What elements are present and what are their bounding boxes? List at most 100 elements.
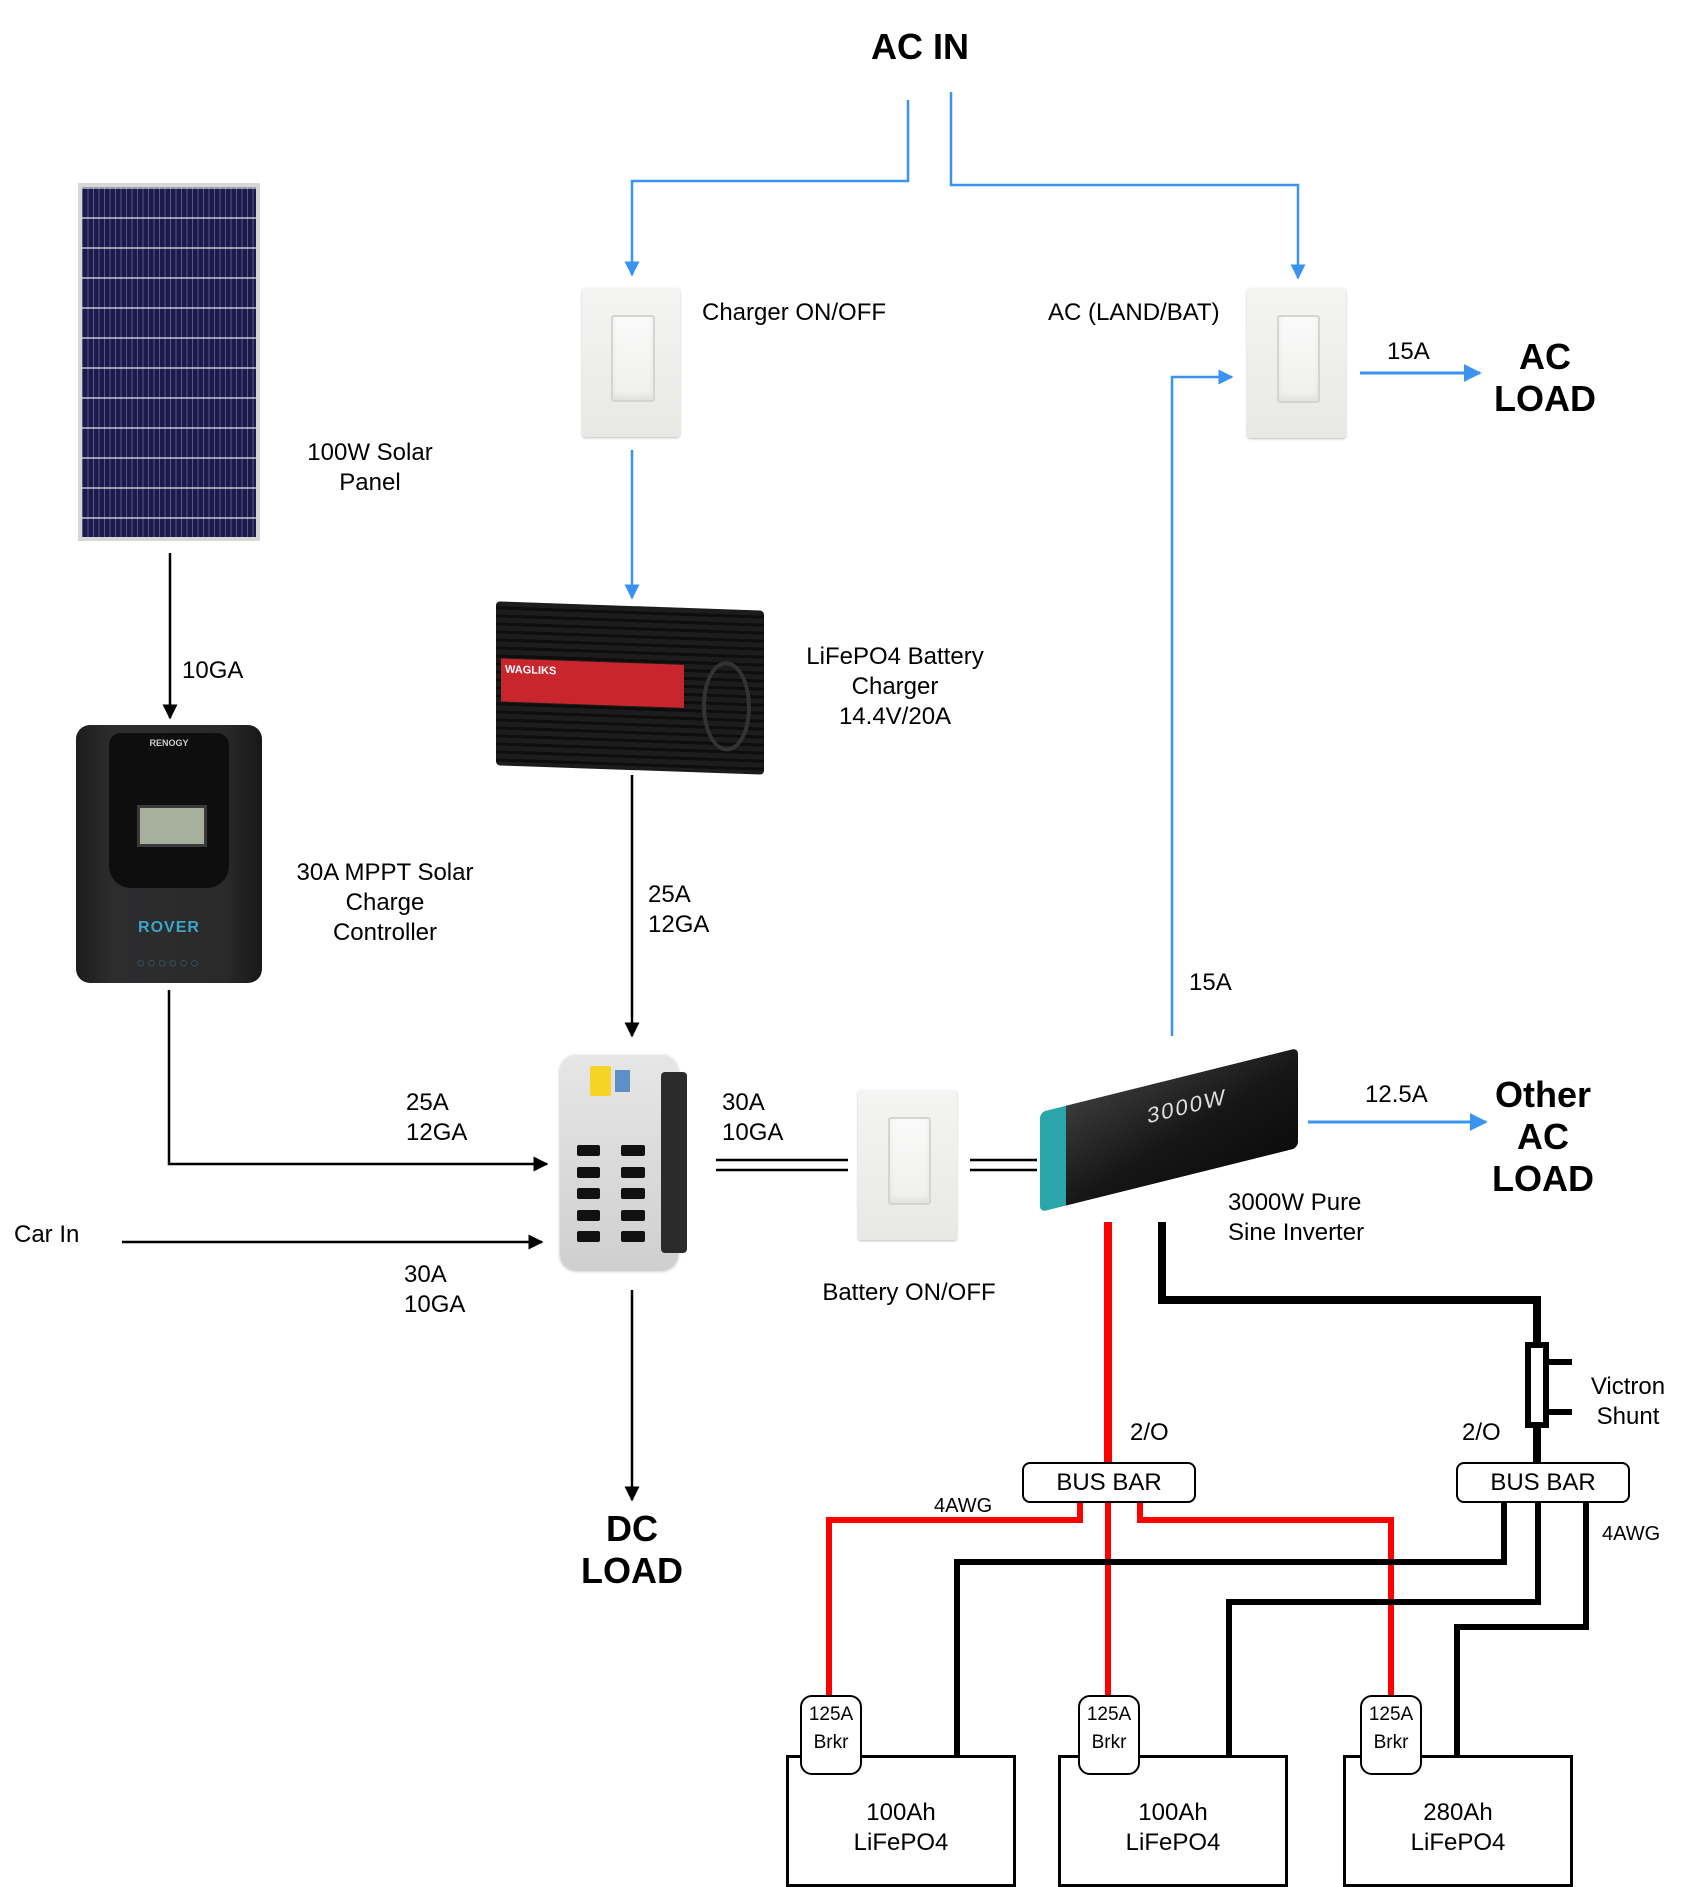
- wire-label-inverter-to-other-load: 12.5A: [1365, 1081, 1428, 1108]
- solar-panel-icon: [78, 183, 260, 541]
- other-ac-load-label-line: LOAD: [1492, 1158, 1594, 1199]
- battery-chemistry: LiFePO4: [1125, 1829, 1221, 1856]
- ac-switch-label: AC (LAND/BAT): [1048, 299, 1220, 326]
- solar-panel-label-line: Panel: [339, 469, 401, 496]
- wire-label-line: 30A: [404, 1261, 447, 1288]
- breaker-type: Brkr: [1373, 1732, 1409, 1753]
- battery-switch-to-inverter-cable: [970, 1158, 1037, 1172]
- fuse-slot: [576, 1188, 601, 1200]
- victron-shunt: [1525, 1342, 1572, 1428]
- negative-run-battery-1: [954, 1500, 1507, 1757]
- wire-label-inverter-positive: 2/O: [1130, 1419, 1169, 1446]
- breaker-rating: 125A: [808, 1704, 854, 1725]
- charge-controller-label: 30A MPPT Solar Charge Controller: [280, 858, 490, 948]
- wire-label-line: 10GA: [404, 1291, 466, 1318]
- charger-switch-label: Charger ON/OFF: [702, 299, 887, 326]
- breaker-battery-1: 125A Brkr: [800, 1695, 862, 1775]
- wire-label-ac-switch-to-load: 15A: [1387, 338, 1430, 365]
- breaker-rating: 125A: [1086, 1704, 1132, 1725]
- fuse-to-battery-switch-cable: [716, 1158, 848, 1172]
- battery-switch-icon: [858, 1090, 957, 1240]
- controller-model: ROVER: [138, 918, 200, 936]
- wire-label-car-to-fuse: 30A 10GA: [404, 1260, 465, 1320]
- charger-brand: WAGLIKS: [505, 663, 557, 678]
- positive-run-battery-1: [826, 1500, 1083, 1700]
- battery-switch-rocker: [887, 1117, 932, 1205]
- battery-charger-label-line: 14.4V/20A: [838, 703, 952, 730]
- fuse-block-icon: [560, 1055, 688, 1270]
- breaker-battery-2: 125A Brkr: [1078, 1695, 1140, 1775]
- inverter-face-text: 3000W: [1147, 1083, 1227, 1129]
- negative-run-battery-2: [1226, 1500, 1541, 1757]
- fuse-block-maxi-fuse: [589, 1065, 611, 1096]
- other-ac-load-label-line: AC: [1517, 1116, 1569, 1157]
- inverter-label-line: Sine Inverter: [1228, 1219, 1365, 1246]
- solar-panel-label-line: 100W Solar: [307, 439, 433, 466]
- dc-load-label: DC LOAD: [562, 1508, 702, 1592]
- battery-charger-label: LiFePO4 Battery Charger 14.4V/20A: [790, 642, 1000, 732]
- fuse-block-blue-fuse: [615, 1070, 630, 1092]
- fuse-slot: [576, 1166, 601, 1178]
- bus-bar-negative: BUS BAR: [1456, 1462, 1630, 1503]
- victron-shunt-label-line: Victron: [1590, 1373, 1666, 1400]
- wire-label-solar-to-controller: 10GA: [182, 657, 244, 684]
- wire-label-negative-bus: 4AWG: [1602, 1523, 1661, 1545]
- fuse-slot: [621, 1188, 645, 1200]
- breaker-type: Brkr: [1091, 1732, 1127, 1753]
- fuse-slot: [621, 1231, 645, 1243]
- dc-load-label-line: LOAD: [581, 1550, 683, 1591]
- battery-charger-label-line: LiFePO4 Battery: [806, 643, 984, 670]
- fuse-slot: [621, 1166, 645, 1178]
- wire-label-fuse-to-battery-switch: 30A 10GA: [722, 1088, 783, 1148]
- battery-chemistry: LiFePO4: [1410, 1829, 1506, 1856]
- wire-label-inverter-to-ac-switch: 15A: [1189, 969, 1232, 996]
- battery-charger-label-line: Charger: [851, 673, 939, 700]
- fuse-slot: [576, 1209, 601, 1221]
- fuse-slot: [576, 1145, 601, 1157]
- wire-label-charger-to-fuse: 25A 12GA: [648, 880, 709, 940]
- fuse-block-terminals: [661, 1072, 688, 1253]
- wire-label-line: 12GA: [648, 911, 710, 938]
- inverter-label-line: 3000W Pure: [1228, 1189, 1362, 1216]
- wire-label-controller-to-fuse: 25A 12GA: [406, 1088, 467, 1148]
- battery-charger-icon: WAGLIKS: [496, 601, 764, 775]
- battery-capacity: 100Ah: [866, 1799, 936, 1826]
- breaker-type: Brkr: [813, 1732, 849, 1753]
- ac-switch-rocker: [1276, 315, 1321, 403]
- controller-lcd: [137, 804, 207, 848]
- dc-load-label-line: DC: [606, 1508, 658, 1549]
- fuse-slot: [621, 1145, 645, 1157]
- battery-capacity: 100Ah: [1138, 1799, 1208, 1826]
- car-in-label: Car In: [14, 1221, 80, 1248]
- wire-label-inverter-negative: 2/O: [1462, 1419, 1501, 1446]
- charge-controller-label-line: Charge: [345, 889, 425, 916]
- battery-switch-label: Battery ON/OFF: [822, 1279, 996, 1306]
- wire-label-positive-bus: 4AWG: [934, 1495, 993, 1517]
- ac-in-to-charger-switch-wire: [624, 100, 910, 277]
- negative-run-battery-3: [1454, 1500, 1589, 1757]
- charger-fan-icon: [702, 660, 751, 753]
- controller-to-fuse-wire: [167, 990, 549, 1172]
- victron-shunt-label-line: Shunt: [1596, 1403, 1660, 1430]
- wire-label-line: 12GA: [406, 1119, 468, 1146]
- ac-load-label-line: AC: [1519, 336, 1571, 377]
- charge-controller-label-line: Controller: [332, 919, 438, 946]
- charger-switch-icon: [582, 288, 680, 437]
- wire-label-line: 30A: [722, 1089, 765, 1116]
- battery-3: 280Ah LiFePO4: [1343, 1755, 1573, 1887]
- charger-switch-rocker: [611, 314, 655, 403]
- ac-in-to-ac-switch-wire: [949, 92, 1306, 280]
- other-ac-load-label-line: Other: [1494, 1074, 1591, 1115]
- battery-capacity: 280Ah: [1423, 1799, 1493, 1826]
- ac-switch-icon: [1247, 288, 1346, 438]
- victron-shunt-label: Victron Shunt: [1578, 1372, 1678, 1432]
- fuse-slot: [576, 1231, 601, 1243]
- bus-bar-positive: BUS BAR: [1022, 1462, 1196, 1503]
- breaker-battery-3: 125A Brkr: [1360, 1695, 1422, 1775]
- wire-label-line: 25A: [406, 1089, 449, 1116]
- wire-label-line: 25A: [648, 881, 691, 908]
- controller-brand: RENOGY: [149, 737, 189, 748]
- fuse-slot: [621, 1209, 645, 1221]
- charge-controller-icon: RENOGY ROVER ◌◌◌◌◌◌: [76, 725, 262, 983]
